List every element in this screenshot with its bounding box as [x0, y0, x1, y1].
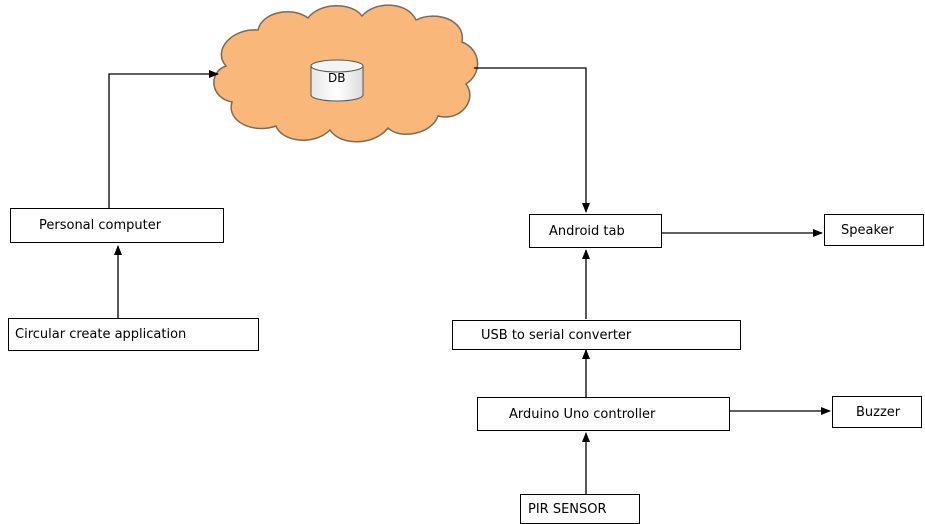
- usb-serial-box: USB to serial converter: [452, 320, 741, 350]
- pir-sensor-label: PIR SENSOR: [528, 501, 607, 517]
- personal-computer-box: Personal computer: [10, 208, 224, 243]
- android-tab-label: Android tab: [549, 223, 625, 239]
- arduino-label: Arduino Uno controller: [509, 406, 656, 422]
- connector-pc-to-cloud: [108, 70, 219, 208]
- db-label: DB: [328, 71, 346, 85]
- pir-sensor-box: PIR SENSOR: [520, 494, 640, 524]
- android-tab-box: Android tab: [529, 214, 662, 248]
- buzzer-box: Buzzer: [832, 396, 922, 428]
- usb-serial-label: USB to serial converter: [481, 327, 632, 343]
- circular-app-box: Circular create application: [8, 318, 259, 351]
- speaker-box: Speaker: [824, 214, 924, 246]
- database-icon: [310, 59, 364, 102]
- speaker-label: Speaker: [841, 222, 894, 238]
- buzzer-label: Buzzer: [856, 404, 901, 420]
- personal-computer-label: Personal computer: [39, 218, 162, 233]
- circular-app-label: Circular create application: [15, 327, 187, 342]
- connector-cloud-to-android: [474, 67, 590, 213]
- arduino-box: Arduino Uno controller: [477, 397, 730, 431]
